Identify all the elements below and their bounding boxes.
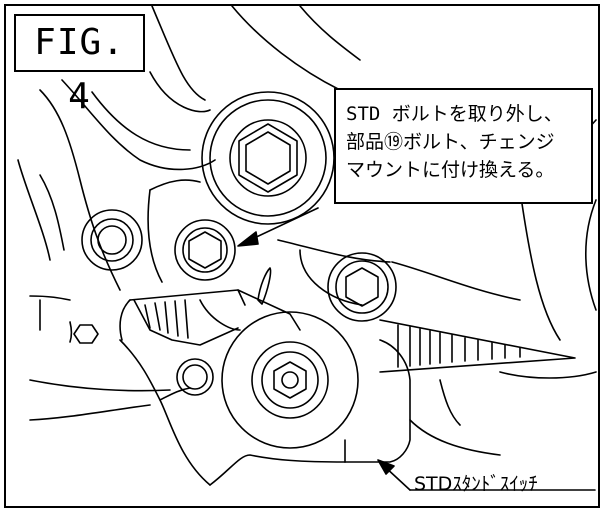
right-socket-bolt: [327, 252, 397, 322]
std-stand-switch-label: STDｽﾀﾝﾄﾞｽｲｯﾁ: [414, 473, 538, 495]
callout-line-1: STD ボルトを取り外し、: [346, 103, 563, 125]
figure-number: FIG. 4: [14, 14, 145, 117]
std-bolt-target: [174, 219, 236, 281]
callout-line-3: マウントに付け換える。: [346, 159, 555, 181]
figure-frame: [4, 4, 600, 508]
instruction-callout: STD ボルトを取り外し、 部品⑲ボルト、チェンジ マウントに付け換える。: [334, 88, 593, 204]
ribbed-fin: [379, 319, 576, 373]
left-washer: [81, 209, 143, 271]
switch-mount-nut: [221, 311, 359, 449]
callout-line-2: 部品⑲ボルト、チェンジ: [346, 131, 555, 153]
slot: [257, 267, 272, 305]
small-nut: [69, 321, 99, 344]
switch-label-arrow: [377, 459, 596, 491]
small-stud: [176, 358, 214, 396]
callout-arrow: [237, 207, 319, 247]
lower-housing: [119, 289, 411, 486]
